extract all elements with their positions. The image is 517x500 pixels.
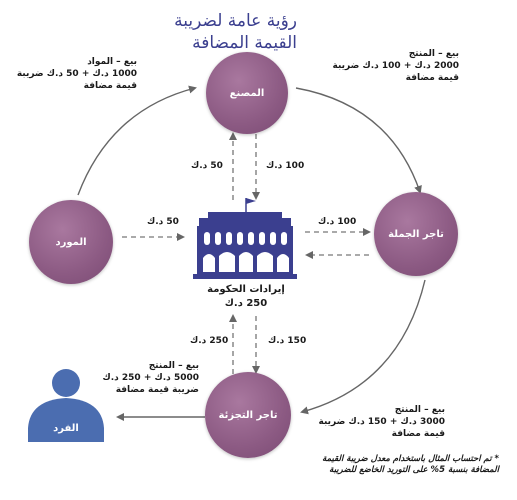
sale-product-factory-line-3: قيمة مضافة xyxy=(405,73,459,83)
sale-materials-line-2: 1000 د.ك + 50 د.ك ضريبة xyxy=(16,69,137,79)
arrow-supplier-to-factory xyxy=(77,85,197,196)
footnote-line-2: المضافة بنسبة 5% على التوريد الخاضع للضر… xyxy=(329,465,499,475)
government-revenue: إيرادات الحكومة 250 د.ك xyxy=(200,283,292,311)
flow-factory-to-gov: 100 د.ك xyxy=(266,161,305,171)
flow-wholesaler-to-gov: 100 د.ك xyxy=(318,217,357,227)
flow-supplier-to-gov: 50 د.ك xyxy=(147,217,179,227)
footnote: * تم احتساب المثال باستخدام معدل ضريبة ا… xyxy=(322,454,499,476)
government-label: إيرادات الحكومة xyxy=(207,284,285,295)
node-supplier: المورد xyxy=(29,200,113,284)
node-factory: المصنع xyxy=(206,52,288,134)
individual-label: الفرد xyxy=(53,423,79,434)
sale-product-retail-line-3: ضريبة قيمة مضافة xyxy=(115,385,199,395)
sale-product-retail-line-1: بيع – المنتج xyxy=(148,361,199,371)
flow-retailer-to-gov: 150 د.ك xyxy=(268,336,307,346)
government-amount: 250 د.ك xyxy=(224,298,268,309)
sale-product-wholesale-line-1: بيع – المنتج xyxy=(394,405,445,415)
sale-product-factory-line-2: 2000 د.ك + 100 د.ك ضريبة xyxy=(332,61,459,71)
person-icon xyxy=(28,369,104,442)
node-wholesaler: تاجر الجملة xyxy=(374,192,458,276)
flow-gov-to-retailer: 250 د.ك xyxy=(190,336,229,346)
sale-materials-line-1: بيع – المواد xyxy=(87,57,137,67)
title-line-1: رؤية عامة لضريبة xyxy=(174,11,297,31)
sale-product-wholesale: بيع – المنتج 3000 د.ك + 150 د.ك ضريبة قي… xyxy=(319,404,445,440)
arrow-factory-to-wholesaler xyxy=(295,87,422,194)
footnote-line-1: * تم احتساب المثال باستخدام معدل ضريبة ا… xyxy=(322,454,499,464)
node-retailer: تاجر التجزئة xyxy=(205,372,291,458)
sale-product-factory-line-1: بيع – المنتج xyxy=(408,49,459,59)
page-title: رؤية عامة لضريبة القيمة المضافة xyxy=(174,10,297,54)
flow-gov-to-factory: 50 د.ك xyxy=(191,161,223,171)
sale-product-factory: بيع – المنتج 2000 د.ك + 100 د.ك ضريبة قي… xyxy=(333,48,459,84)
sale-product-retail: بيع – المنتج 5000 د.ك + 250 د.ك ضريبة قي… xyxy=(102,360,199,396)
sale-product-retail-line-2: 5000 د.ك + 250 د.ك xyxy=(102,373,199,383)
title-line-2: القيمة المضافة xyxy=(192,33,297,53)
sale-materials: بيع – المواد 1000 د.ك + 50 د.ك ضريبة قيم… xyxy=(17,56,137,92)
arrow-wholesaler-to-retailer xyxy=(300,279,426,415)
sale-product-wholesale-line-3: قيمة مضافة xyxy=(391,429,445,439)
government-building-icon xyxy=(193,198,297,279)
sale-product-wholesale-line-2: 3000 د.ك + 150 د.ك ضريبة xyxy=(318,417,445,427)
sale-materials-line-3: قيمة مضافة xyxy=(83,81,137,91)
